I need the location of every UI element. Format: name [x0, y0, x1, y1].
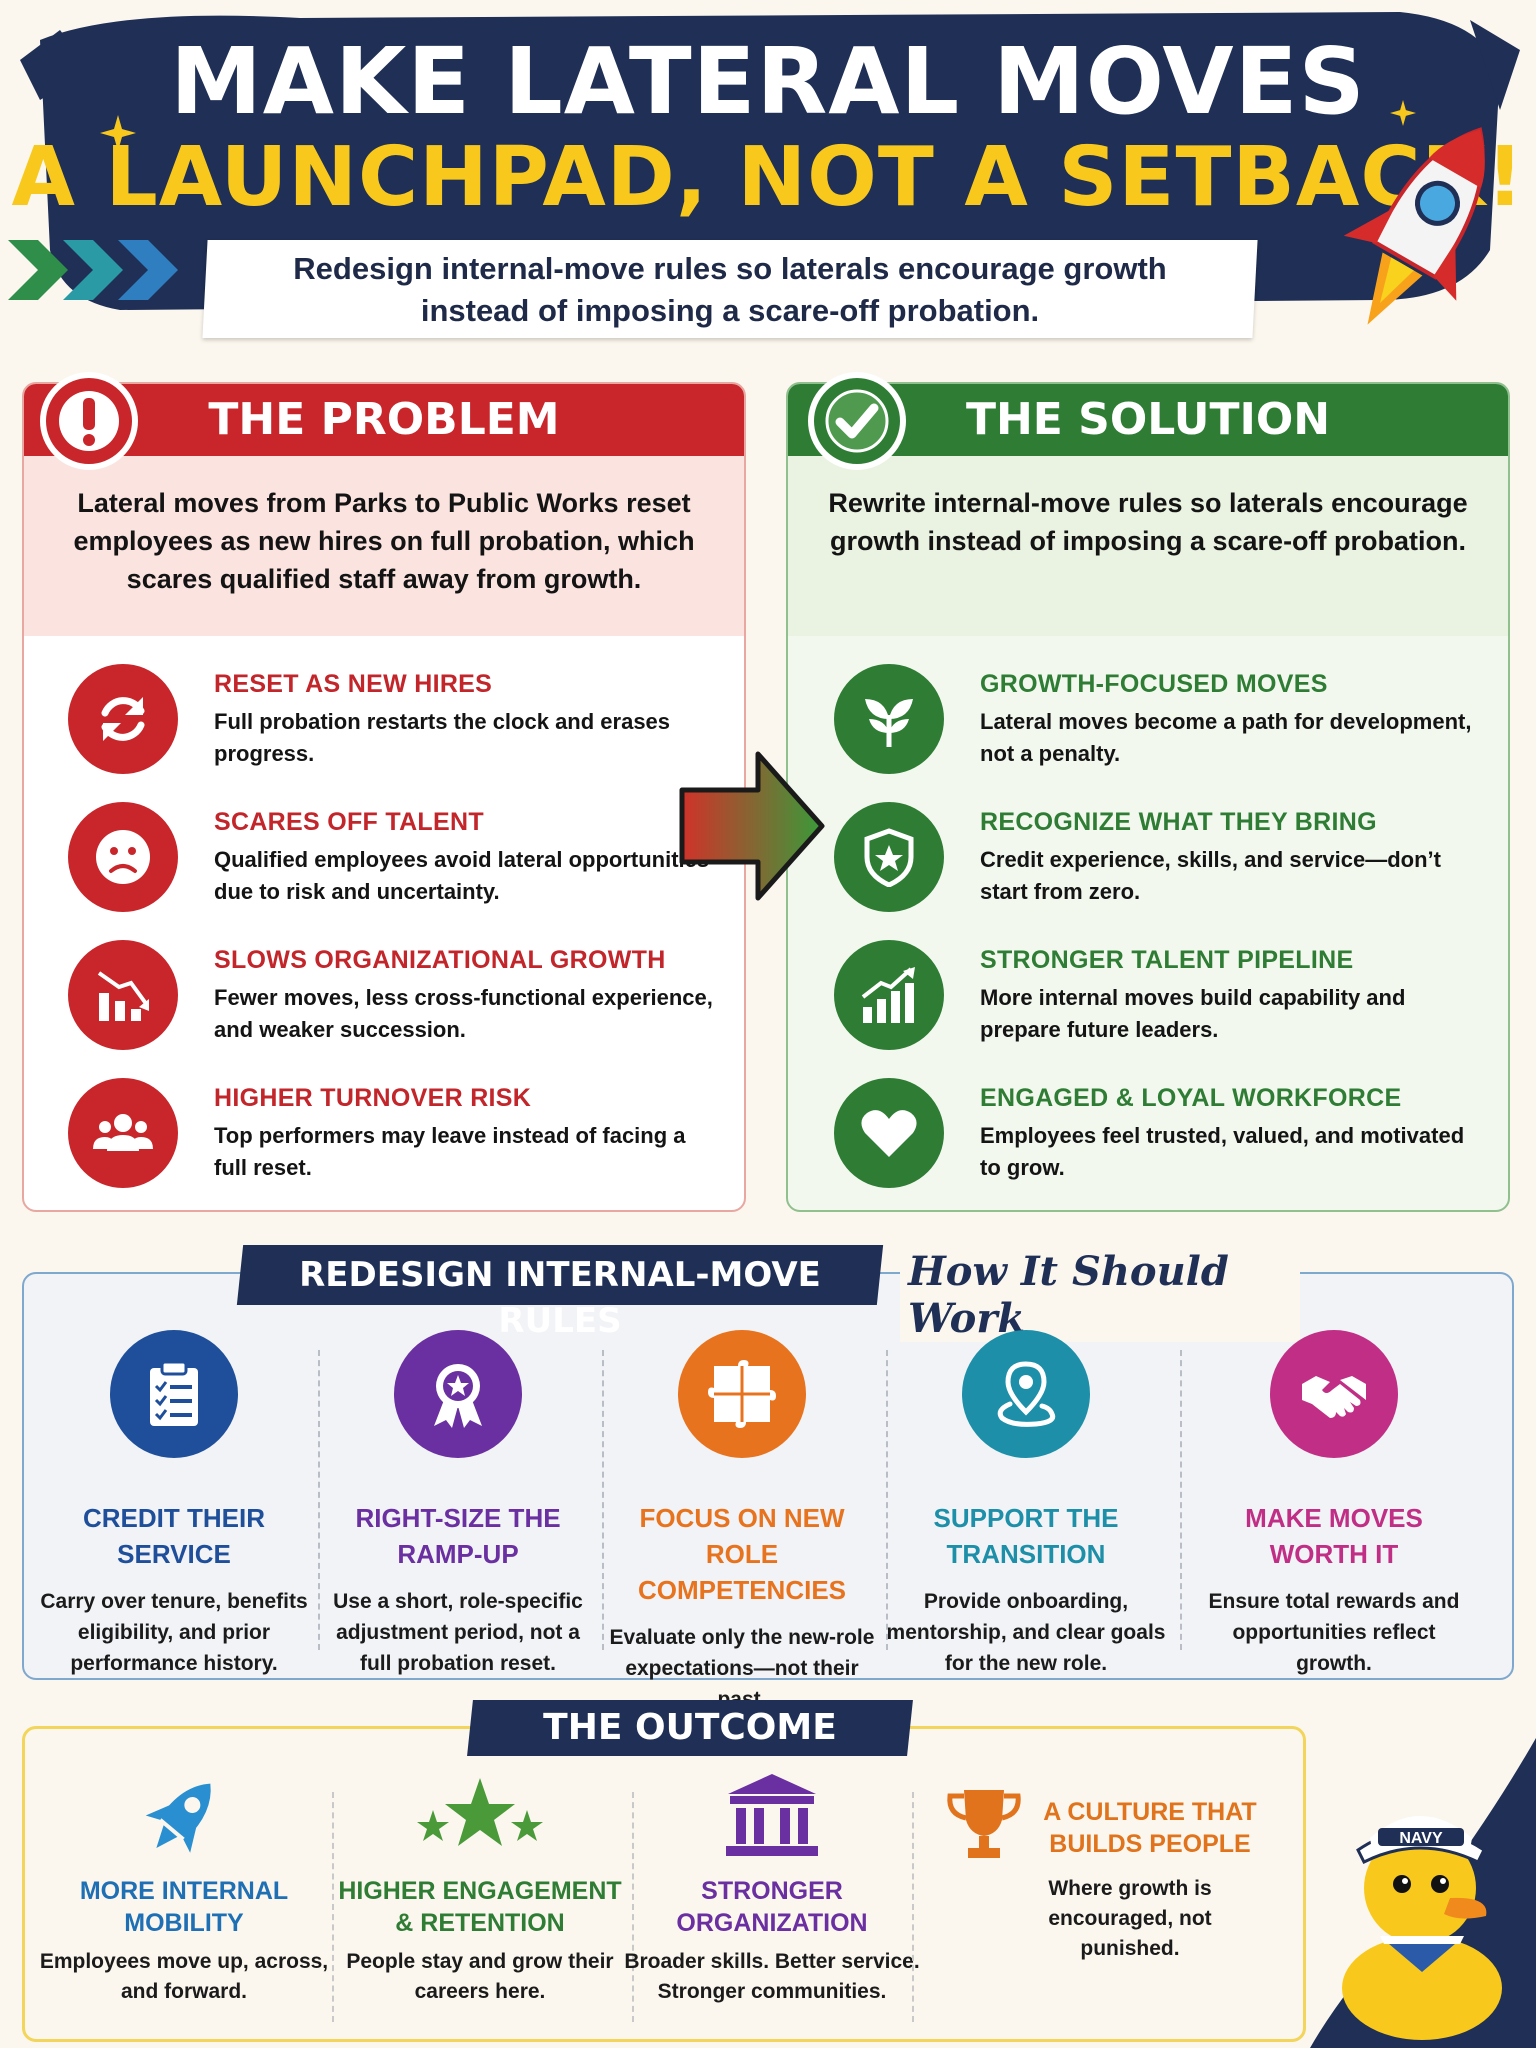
- step-focus-competencies: FOCUS ON NEW ROLE COMPETENCIES Evaluate …: [602, 1330, 882, 1715]
- navy-duck-mascot: NAVY: [1310, 1738, 1536, 2048]
- exclamation-icon: [59, 391, 119, 451]
- outcome-item-mobility: MORE INTERNAL MOBILITY Employees move up…: [34, 1770, 334, 2007]
- solution-heading: THE SOLUTION: [788, 384, 1508, 456]
- sparkle-icon: [100, 115, 136, 151]
- award-ribbon-icon: [434, 1364, 482, 1428]
- chevrons-right-icon: [8, 240, 178, 300]
- rocket-icon: [145, 1783, 211, 1853]
- heart-icon: [861, 1110, 917, 1157]
- title-line1: MAKE LATERAL MOVES: [170, 28, 1366, 135]
- building-icon: [726, 1774, 818, 1856]
- arrow-right-icon: [679, 751, 825, 901]
- step-support-transition: SUPPORT THE TRANSITION Provide onboardin…: [886, 1330, 1166, 1679]
- outcome-section: [22, 1726, 1306, 2042]
- alert-badge: [40, 372, 138, 470]
- solution-description: Rewrite internal-move rules so laterals …: [828, 488, 1468, 556]
- sad-face-icon: [96, 830, 150, 884]
- outcome-item-culture-title: A CULTURE THAT BUILDS PEOPLE: [1043, 1798, 1257, 1858]
- outcome-heading: THE OUTCOME: [543, 1707, 837, 1748]
- redesign-heading: REDESIGN INTERNAL-MOVE RULES: [299, 1255, 821, 1341]
- declining-chart-icon: [97, 971, 149, 1021]
- check-badge: [808, 372, 906, 470]
- problem-panel: THE PROBLEM Lateral moves from Parks to …: [22, 382, 746, 1212]
- step-right-size: RIGHT-SIZE THE RAMP-UP Use a short, role…: [318, 1330, 598, 1679]
- growth-chart-icon: [861, 967, 915, 1023]
- sparkle-icon: [1390, 100, 1416, 126]
- refresh-icon: [101, 697, 145, 741]
- rocket-icon: [1343, 127, 1485, 325]
- trophy-icon: [947, 1790, 1021, 1858]
- problem-description: Lateral moves from Parks to Public Works…: [73, 488, 695, 594]
- problem-heading: THE PROBLEM: [24, 384, 744, 456]
- location-pin-icon: [997, 1361, 1056, 1427]
- title-line2: A LAUNCHPAD, NOT A SETBACK!: [11, 130, 1525, 225]
- group-icon: [93, 1114, 153, 1151]
- handshake-icon: [1302, 1376, 1366, 1418]
- solution-panel: THE SOLUTION Rewrite internal-move rules…: [786, 382, 1510, 1212]
- step-make-moves-worth: MAKE MOVES WORTH IT Ensure total rewards…: [1194, 1330, 1474, 1679]
- clipboard-icon: [150, 1360, 198, 1426]
- sprout-icon: [865, 699, 913, 747]
- step-credit-service: CREDIT THEIR SERVICE Carry over tenure, …: [34, 1330, 314, 1679]
- redesign-script-heading: How It Should Work: [900, 1248, 1300, 1342]
- shield-star-icon: [864, 828, 914, 887]
- outcome-item-organization: STRONGER ORGANIZATION Broader skills. Be…: [622, 1770, 922, 2007]
- checkmark-icon: [825, 389, 889, 453]
- duck-hat-label: NAVY: [1399, 1830, 1443, 1847]
- puzzle-icon: [708, 1360, 776, 1428]
- outcome-item-culture-desc: Where growth is encouraged, not punished…: [1048, 1877, 1212, 1960]
- stars-icon: [417, 1778, 543, 1846]
- outcome-item-engagement: HIGHER ENGAGEMENT & RETENTION People sta…: [330, 1770, 630, 2007]
- header-background: [20, 12, 1520, 310]
- subtitle: Redesign internal-move rules so laterals…: [293, 251, 1167, 328]
